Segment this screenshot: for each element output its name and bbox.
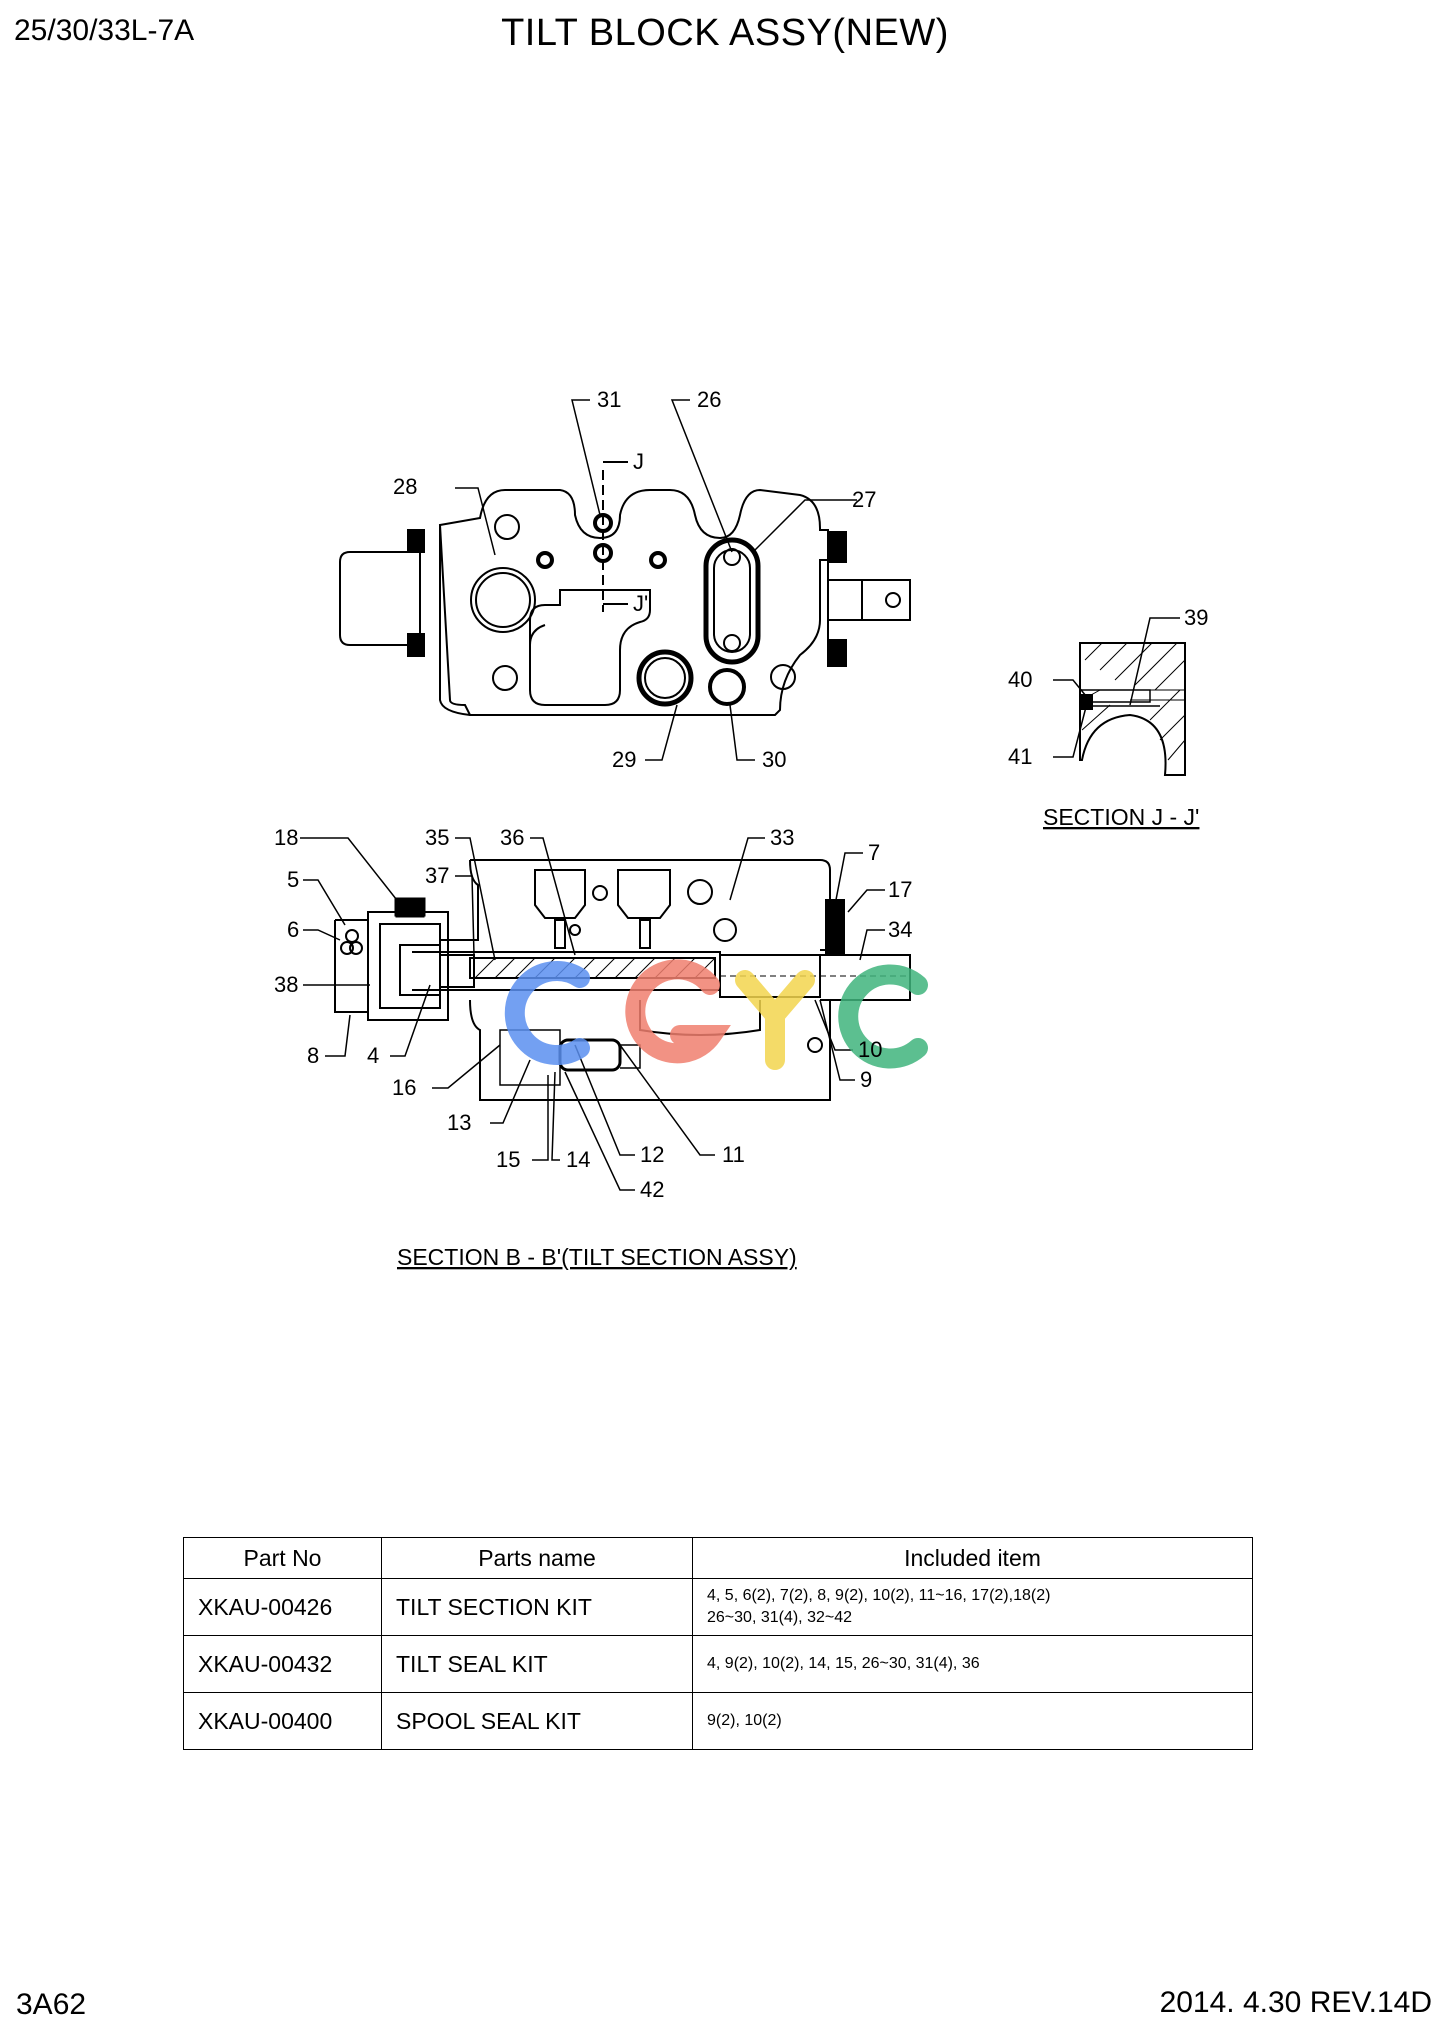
callout: 15	[496, 1147, 520, 1172]
included-item-line: 4, 9(2), 10(2), 14, 15, 26~30, 31(4), 36	[707, 1655, 980, 1672]
callout: 27	[852, 487, 876, 512]
section-b-caption: SECTION B - B'(TILT SECTION ASSY)	[397, 1244, 797, 1270]
callout: 9	[860, 1067, 872, 1092]
callout: 35	[425, 825, 449, 850]
callout: 8	[307, 1043, 319, 1068]
table-row: XKAU-00426 TILT SECTION KIT 4, 5, 6(2), …	[183, 1578, 1253, 1636]
callout: 14	[566, 1147, 590, 1172]
part-no-cell: XKAU-00426	[183, 1578, 382, 1636]
parts-name-cell: TILT SECTION KIT	[381, 1578, 693, 1636]
revision-date: 2014. 4.30 REV.14D	[1159, 1986, 1432, 2019]
callout: 36	[500, 825, 524, 850]
callout: 16	[392, 1075, 416, 1100]
callout: 38	[274, 972, 298, 997]
table-header-row: Part No Parts name Included item	[183, 1537, 1253, 1579]
included-item-line: 26~30, 31(4), 32~42	[707, 1609, 853, 1626]
callout: 13	[447, 1110, 471, 1135]
parts-kit-table: Part No Parts name Included item XKAU-00…	[183, 1537, 1253, 1750]
included-item-line: 9(2), 10(2)	[707, 1712, 782, 1729]
callout: 33	[770, 825, 794, 850]
callout: 6	[287, 917, 299, 942]
model-code: 25/30/33L-7A	[14, 14, 195, 47]
leader-lines	[300, 399, 1180, 1191]
table-row: XKAU-00400 SPOOL SEAL KIT 9(2), 10(2)	[183, 1692, 1253, 1750]
callout: 4	[367, 1043, 379, 1068]
page-title: TILT BLOCK ASSY(NEW)	[501, 12, 949, 54]
callout: 5	[287, 867, 299, 892]
column-header-part-no: Part No	[183, 1537, 382, 1579]
callout: 29	[612, 747, 636, 772]
included-item-cell: 4, 5, 6(2), 7(2), 8, 9(2), 10(2), 11~16,…	[692, 1578, 1253, 1636]
table-row: XKAU-00432 TILT SEAL KIT 4, 9(2), 10(2),…	[183, 1635, 1253, 1693]
callout: J'	[633, 591, 648, 616]
callout: 11	[722, 1142, 745, 1167]
callout-labels: 31 26 J 28 27 J' 29 30 39 40 41 18 35 36…	[274, 387, 1208, 1202]
callout: 28	[393, 474, 417, 499]
callout: 30	[762, 747, 786, 772]
callout: 10	[858, 1037, 882, 1062]
page-number: 3A62	[16, 1988, 87, 2021]
callout: 37	[425, 863, 449, 888]
included-item-cell: 9(2), 10(2)	[692, 1692, 1253, 1750]
section-b-view	[334, 859, 911, 1101]
part-no-cell: XKAU-00400	[183, 1692, 382, 1750]
included-item-line: 4, 5, 6(2), 7(2), 8, 9(2), 10(2), 11~16,…	[707, 1587, 1051, 1604]
callout: J	[633, 449, 644, 474]
section-j-caption: SECTION J - J'	[1043, 804, 1199, 830]
callout: 26	[697, 387, 721, 412]
section-j-view	[1079, 642, 1186, 776]
watermark-logo	[504, 959, 928, 1070]
callout: 40	[1008, 667, 1032, 692]
callout: 34	[888, 917, 912, 942]
callout: 18	[274, 825, 298, 850]
callout: 12	[640, 1142, 664, 1167]
callout: 7	[868, 840, 880, 865]
parts-name-cell: SPOOL SEAL KIT	[381, 1692, 693, 1750]
part-no-cell: XKAU-00432	[183, 1635, 382, 1693]
parts-name-cell: TILT SEAL KIT	[381, 1635, 693, 1693]
callout: 42	[640, 1177, 664, 1202]
column-header-parts-name: Parts name	[381, 1537, 693, 1579]
column-header-included-item: Included item	[692, 1537, 1253, 1579]
included-item-cell: 4, 9(2), 10(2), 14, 15, 26~30, 31(4), 36	[692, 1635, 1253, 1693]
callout: 17	[888, 877, 912, 902]
valve-block-top-view	[339, 461, 911, 716]
callout: 39	[1184, 605, 1208, 630]
callout: 31	[597, 387, 621, 412]
callout: 41	[1008, 744, 1032, 769]
